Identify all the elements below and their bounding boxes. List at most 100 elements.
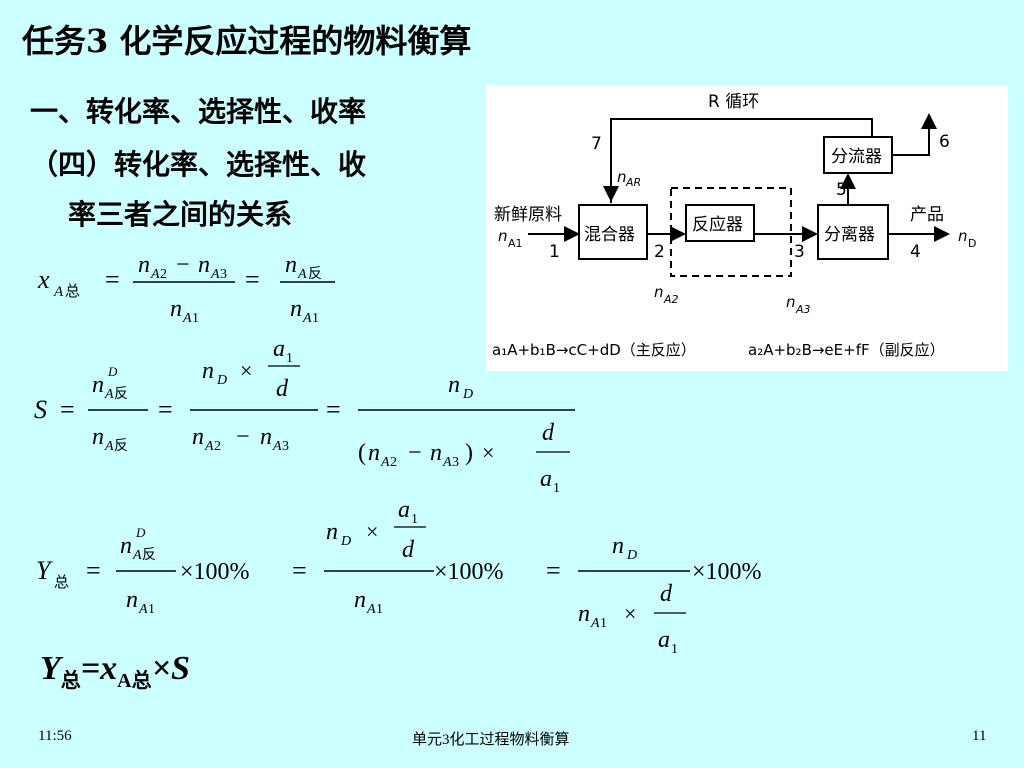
svg-text:总: 总	[54, 574, 69, 591]
svg-text:n: n	[326, 519, 338, 545]
svg-text:S: S	[34, 395, 47, 424]
stream-2: 2	[654, 242, 665, 262]
svg-text:×: ×	[482, 440, 494, 465]
svg-text:=: =	[546, 556, 561, 585]
svg-text:A: A	[442, 455, 452, 470]
svg-text:n: n	[120, 533, 132, 559]
svg-text:a: a	[398, 497, 410, 523]
svg-text:n: n	[138, 252, 150, 278]
svg-text:×100%: ×100%	[434, 559, 504, 585]
svg-text:A: A	[53, 284, 64, 300]
svg-text:×: ×	[240, 358, 252, 383]
svg-text:D: D	[216, 373, 227, 388]
side-reaction: a₂A+b₂B→eE+fF（副反应）	[748, 341, 945, 359]
svg-text:A: A	[150, 267, 160, 282]
svg-text:D: D	[968, 237, 976, 250]
svg-text:D: D	[462, 387, 473, 402]
svg-text:A: A	[132, 548, 142, 563]
svg-text:=: =	[292, 556, 307, 585]
svg-text:A2: A2	[663, 293, 679, 306]
slide-title: 任务3 化学反应过程的物料衡算	[22, 22, 472, 60]
svg-text:A: A	[210, 267, 220, 282]
svg-text:A: A	[380, 455, 390, 470]
svg-text:2: 2	[390, 455, 397, 470]
svg-text:1: 1	[192, 311, 199, 326]
svg-text:1: 1	[671, 642, 678, 657]
svg-text:A3: A3	[795, 303, 811, 316]
svg-text:总: 总	[65, 283, 80, 300]
svg-text:3: 3	[220, 267, 227, 282]
svg-text:n: n	[368, 440, 380, 466]
reactor-label: 反应器	[692, 215, 743, 235]
svg-text:A1: A1	[508, 237, 523, 250]
svg-text:−: −	[408, 440, 422, 466]
svg-text:n: n	[498, 227, 508, 245]
svg-text:×100%: ×100%	[692, 559, 762, 585]
svg-text:n: n	[448, 372, 460, 398]
svg-text:n: n	[92, 424, 104, 450]
svg-text:n: n	[430, 440, 442, 466]
svg-text:1: 1	[286, 351, 293, 366]
svg-text:(: (	[358, 440, 366, 466]
splitter-box	[823, 136, 893, 174]
svg-text:n: n	[578, 601, 590, 627]
svg-text:A: A	[302, 311, 312, 326]
svg-text:x: x	[37, 265, 50, 294]
svg-text:=: =	[86, 556, 101, 585]
svg-text:3: 3	[282, 439, 289, 454]
svg-text:A: A	[590, 616, 600, 631]
svg-text:1: 1	[600, 616, 607, 631]
stream-3: 3	[794, 242, 805, 262]
svg-text:=: =	[245, 265, 260, 294]
svg-text:A: A	[204, 439, 214, 454]
svg-text:n: n	[92, 372, 104, 398]
svg-text:×: ×	[624, 601, 636, 626]
reactor-box	[685, 204, 755, 242]
footer-page-number: 11	[972, 728, 987, 744]
feed-label: 新鲜原料	[494, 205, 562, 225]
separator-box	[817, 204, 889, 260]
svg-text:−: −	[176, 252, 190, 278]
svg-text:n: n	[126, 587, 138, 613]
subsection-heading-line2: 率三者之间的关系	[68, 198, 293, 231]
svg-text:n: n	[958, 227, 968, 245]
svg-text:n: n	[612, 533, 624, 559]
subsection-heading-line1: （四）转化率、选择性、收	[30, 148, 367, 181]
svg-text:n: n	[202, 358, 214, 384]
svg-text:×: ×	[366, 519, 378, 544]
svg-text:=: =	[158, 395, 173, 424]
section-heading: 一、转化率、选择性、收率	[30, 95, 367, 128]
stream-6: 6	[939, 132, 950, 152]
recycle-label: R 循环	[708, 92, 759, 112]
svg-text:n: n	[285, 252, 297, 278]
svg-text:1: 1	[411, 512, 418, 527]
svg-text:反: 反	[142, 547, 156, 563]
separator-label: 分离器	[824, 225, 875, 245]
svg-text:=: =	[105, 265, 120, 294]
product-label: 产品	[910, 205, 944, 225]
splitter-label: 分流器	[831, 147, 882, 167]
svg-text:1: 1	[312, 311, 319, 326]
svg-text:a: a	[658, 627, 670, 653]
svg-text:A: A	[297, 267, 307, 282]
svg-text:n: n	[786, 293, 796, 311]
svg-text:d: d	[402, 537, 415, 563]
svg-text:反: 反	[308, 266, 322, 282]
reactor-envelope	[670, 187, 792, 277]
svg-text:2: 2	[214, 439, 221, 454]
stream-7: 7	[591, 134, 602, 154]
svg-text:1: 1	[376, 602, 383, 617]
svg-text:a: a	[540, 466, 552, 492]
svg-text:n: n	[654, 283, 664, 301]
svg-text:AR: AR	[625, 176, 641, 189]
svg-text:D: D	[626, 548, 637, 563]
svg-text:n: n	[260, 424, 272, 450]
svg-text:A: A	[104, 439, 114, 454]
svg-text:A: A	[104, 387, 114, 402]
svg-text:A: A	[182, 311, 192, 326]
main-reaction: a₁A+b₁B→cC+dD（主反应）	[492, 341, 696, 359]
svg-text:×100%: ×100%	[180, 559, 250, 585]
